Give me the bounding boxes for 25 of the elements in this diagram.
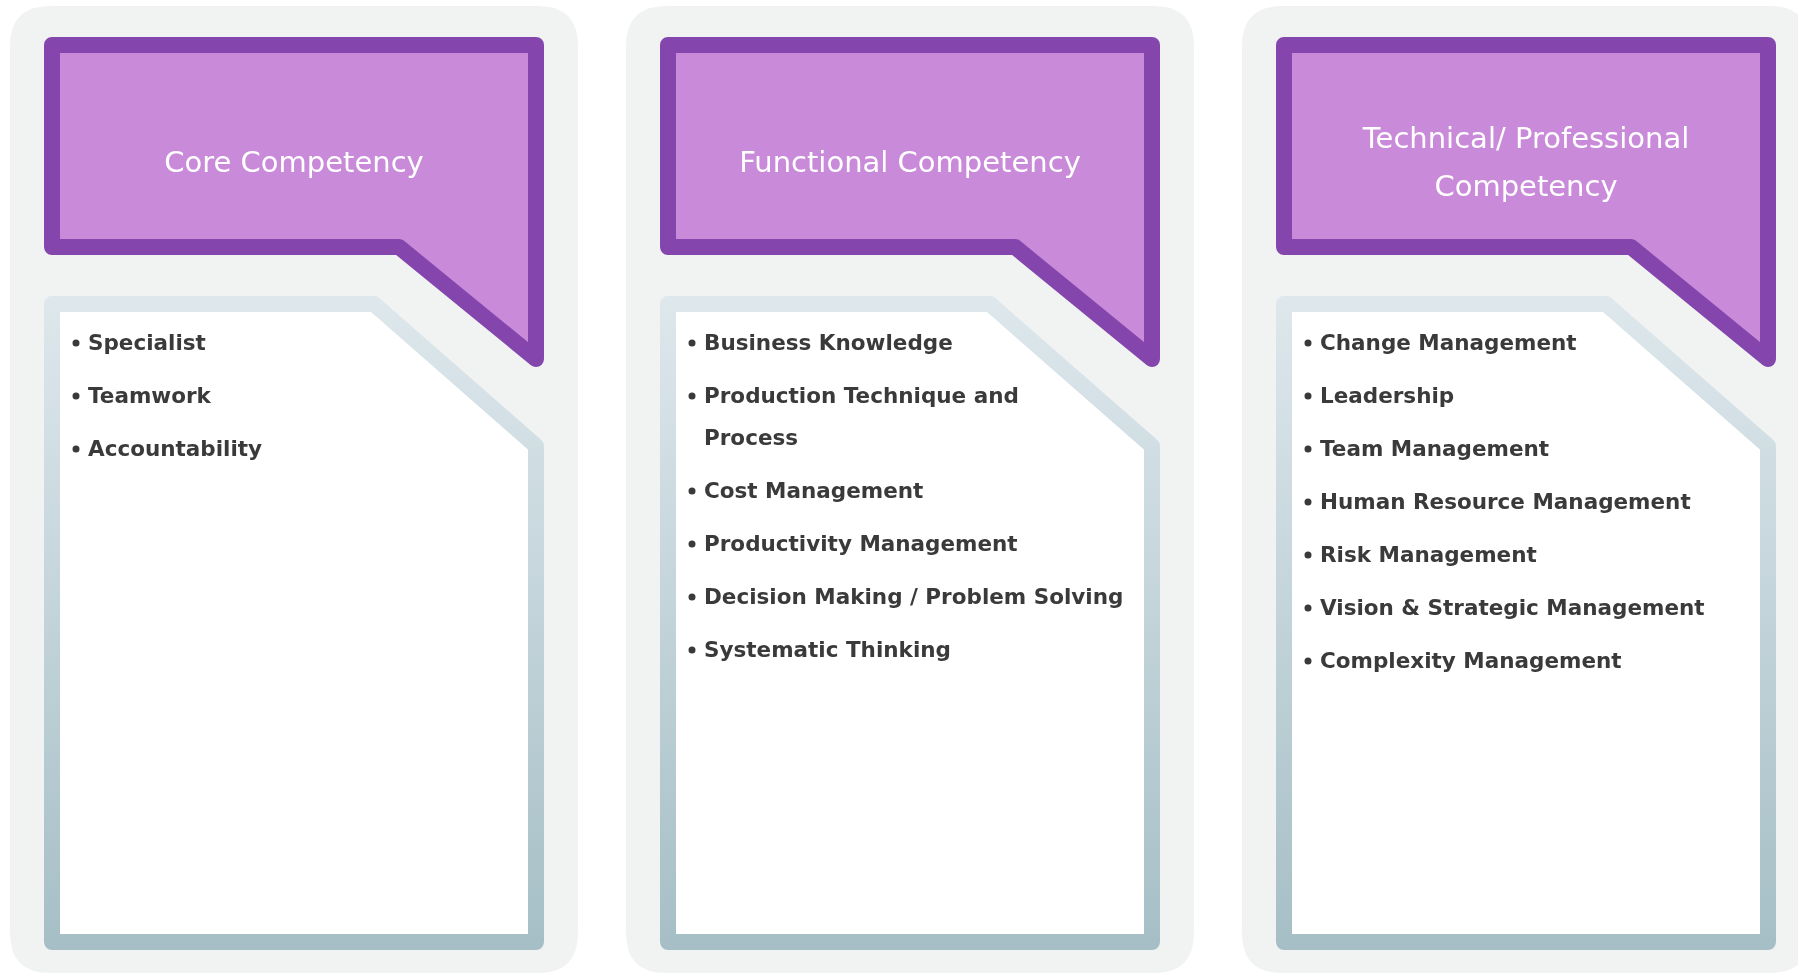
list-item: Teamwork (88, 383, 211, 408)
list-item: Productivity Management (704, 531, 1018, 556)
callout-header (1276, 37, 1776, 369)
list-item: Team Management (1320, 436, 1550, 461)
list-item: Leadership (1320, 383, 1455, 408)
list-card (1276, 296, 1776, 950)
header-title: Technical/ Professional Competency (1361, 120, 1691, 205)
callout-header (44, 37, 544, 369)
header-title: Core Competency (164, 144, 424, 181)
list-item: Accountability (88, 436, 263, 461)
list-item: Business Knowledge (704, 330, 953, 355)
list-item: Change Management (1320, 330, 1577, 355)
list-item: Complexity Management (1320, 648, 1622, 673)
callout-header (660, 37, 1160, 369)
list-item: Systematic Thinking (704, 637, 951, 662)
list-item: Decision Making / Problem Solving (704, 584, 1124, 609)
list-item: Human Resource Management (1320, 489, 1691, 514)
list-item: Production Technique and Process (704, 383, 1019, 450)
header-title: Functional Competency (739, 144, 1081, 181)
list-item: Cost Management (704, 478, 924, 503)
list-item: Risk Management (1320, 542, 1537, 567)
list-item: Vision & Strategic Management (1320, 595, 1705, 620)
list-item: Specialist (88, 330, 206, 355)
list-card (44, 296, 544, 950)
list-card (660, 296, 1160, 950)
